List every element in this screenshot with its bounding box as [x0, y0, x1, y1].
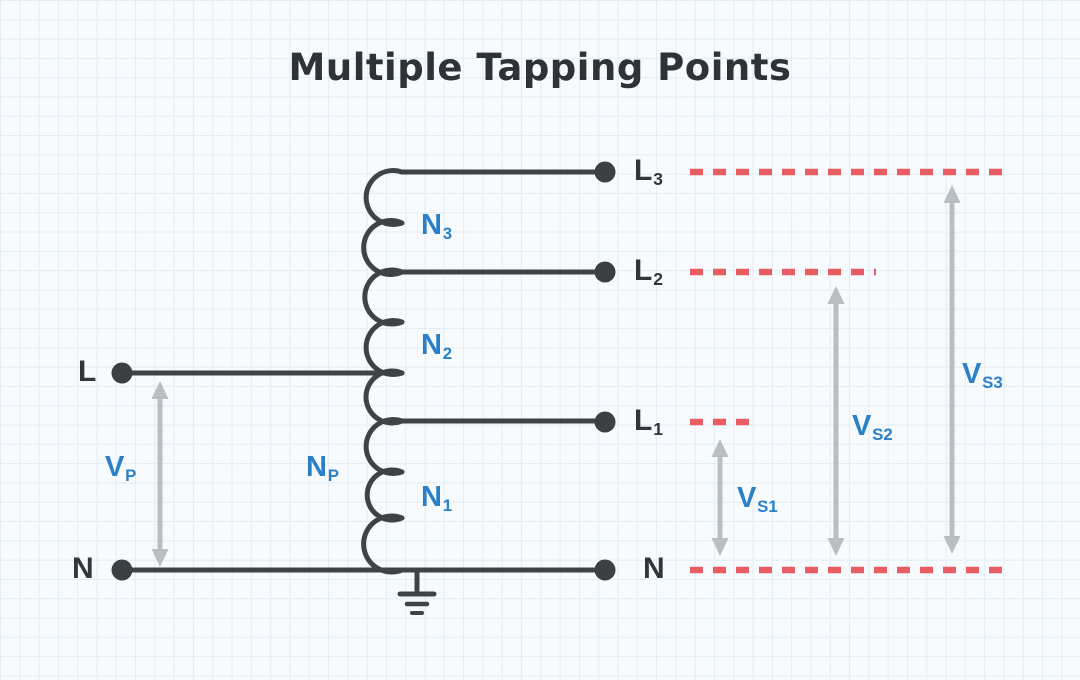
arrow-vs1	[711, 439, 729, 556]
label-winding-np: NP	[306, 451, 339, 485]
label-terminal-l2: L2	[634, 254, 663, 289]
ground-icon	[397, 569, 437, 615]
terminal-dot-n-right	[594, 559, 616, 581]
arrow-vp	[151, 381, 169, 567]
label-winding-n1: N1	[421, 481, 453, 515]
terminal-dot-n-left	[111, 559, 133, 581]
arrow-vs2	[827, 286, 845, 556]
terminal-dot-l1	[594, 411, 616, 433]
label-voltage-vs3: VS3	[962, 358, 1003, 392]
diagram-title: Multiple Tapping Points	[288, 46, 792, 89]
label-terminal-l: L	[78, 355, 97, 388]
label-voltage-vs2: VS2	[852, 410, 893, 444]
terminal-dot-l	[111, 362, 133, 384]
label-terminal-l3: L3	[634, 154, 663, 189]
terminal-dot-l2	[594, 261, 616, 283]
label-terminal-l1: L1	[634, 404, 663, 439]
arrow-vs3	[943, 185, 961, 554]
label-terminal-n-right: N	[643, 552, 665, 585]
label-winding-n2: N2	[421, 329, 453, 363]
terminal-dot-l3	[594, 161, 616, 183]
label-voltage-vs1: VS1	[737, 482, 778, 516]
label-voltage-vp: VP	[105, 451, 137, 485]
label-winding-n3: N3	[421, 209, 453, 243]
label-terminal-n-left: N	[72, 552, 94, 585]
coil	[361, 168, 405, 575]
